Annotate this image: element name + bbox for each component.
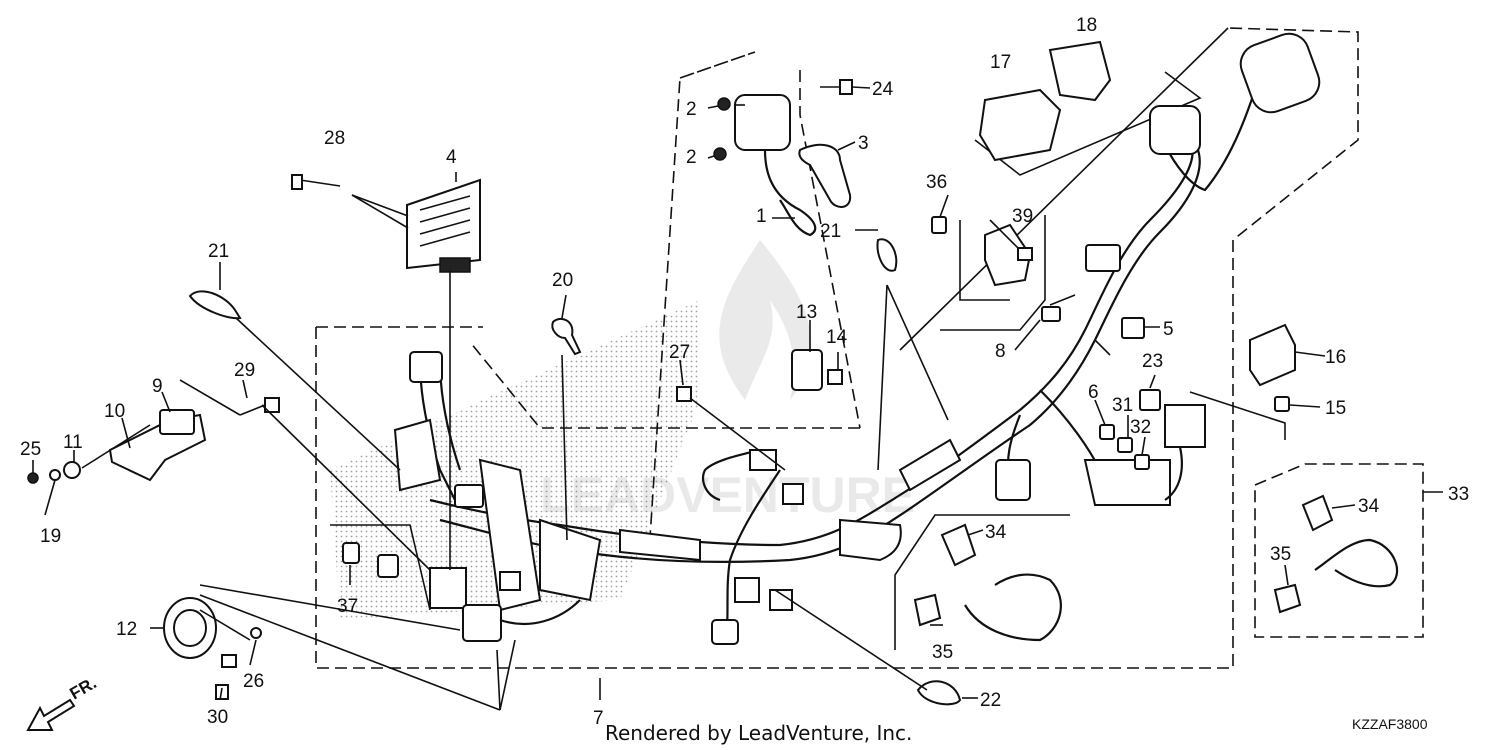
label-part-6: 6 bbox=[1088, 382, 1099, 403]
label-part-20: 20 bbox=[552, 270, 573, 291]
label-part-18: 18 bbox=[1076, 15, 1097, 36]
label-part-32: 32 bbox=[1130, 417, 1151, 438]
label-part-7: 7 bbox=[593, 708, 604, 729]
label-part-5: 5 bbox=[1163, 319, 1174, 340]
shading-area bbox=[330, 300, 700, 620]
label-part-4: 4 bbox=[446, 147, 457, 168]
label-part-23: 23 bbox=[1142, 351, 1163, 372]
main-harness-boundary bbox=[315, 27, 1359, 669]
label-part-3: 3 bbox=[858, 133, 869, 154]
label-part-34: 34 bbox=[985, 522, 1007, 543]
diagram-code: KZZAF3800 bbox=[1352, 716, 1428, 732]
label-part-37: 37 bbox=[337, 596, 358, 617]
label-part-33: 33 bbox=[1448, 484, 1469, 505]
label-part-11: 11 bbox=[63, 432, 83, 453]
label-part-21: 21 bbox=[820, 221, 841, 242]
label-part-36: 36 bbox=[926, 172, 947, 193]
label-part-26: 26 bbox=[243, 671, 264, 692]
label-part-30: 30 bbox=[207, 707, 228, 728]
label-part-10: 10 bbox=[104, 401, 125, 422]
label-part-15: 15 bbox=[1325, 398, 1346, 419]
direction-label: FR. bbox=[67, 673, 100, 703]
label-part-29: 29 bbox=[234, 360, 255, 381]
label-part-27: 27 bbox=[669, 342, 690, 363]
label-part-35: 35 bbox=[932, 642, 953, 663]
box-33-boundary bbox=[1254, 463, 1424, 638]
label-part-8: 8 bbox=[995, 341, 1006, 362]
label-part-28: 28 bbox=[324, 128, 345, 149]
label-part-13: 13 bbox=[796, 302, 817, 323]
label-part-14: 14 bbox=[826, 327, 848, 348]
label-part-16: 16 bbox=[1325, 347, 1346, 368]
regulator-part-4 bbox=[406, 178, 481, 273]
label-part-25: 25 bbox=[20, 439, 41, 460]
label-part-39: 39 bbox=[1012, 206, 1033, 227]
part-labels: 1 2 2 3 4 5 6 7 8 9 10 11 12 13 14 15 16… bbox=[20, 15, 1469, 729]
label-part-2: 2 bbox=[686, 99, 697, 120]
label-part-24: 24 bbox=[872, 79, 894, 100]
label-part-17: 17 bbox=[990, 52, 1011, 73]
label-part-21: 21 bbox=[208, 241, 229, 262]
label-part-34: 34 bbox=[1358, 496, 1380, 517]
label-part-22: 22 bbox=[980, 690, 1001, 711]
label-part-35: 35 bbox=[1270, 544, 1291, 565]
front-direction-arrow: FR. bbox=[26, 673, 100, 731]
label-part-19: 19 bbox=[40, 526, 61, 547]
label-part-2: 2 bbox=[686, 147, 697, 168]
leader-lines bbox=[32, 86, 1356, 711]
label-part-31: 31 bbox=[1112, 395, 1133, 416]
label-part-1: 1 bbox=[756, 206, 767, 227]
label-part-12: 12 bbox=[116, 619, 137, 640]
label-part-9: 9 bbox=[152, 376, 163, 397]
rendered-by-credit: Rendered by LeadVenture, Inc. bbox=[605, 721, 912, 745]
